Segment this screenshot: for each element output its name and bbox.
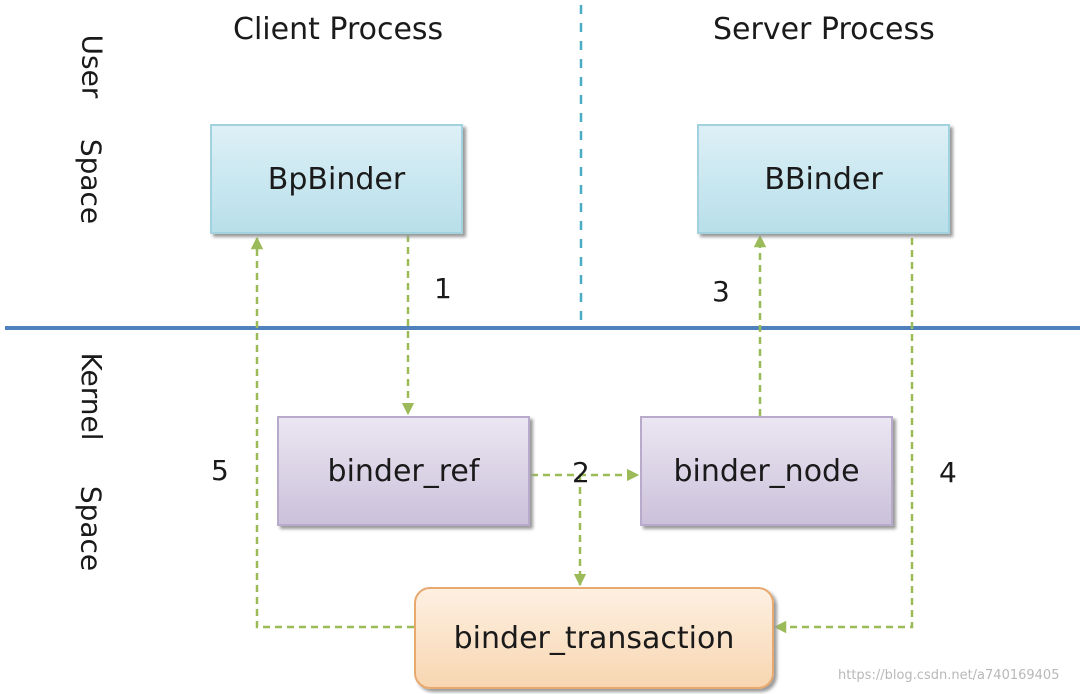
client-process-header: Client Process bbox=[233, 12, 444, 47]
step-2-label: 2 bbox=[572, 456, 590, 489]
server-process-header: Server Process bbox=[713, 12, 935, 47]
binder-ref-box: binder_ref bbox=[277, 416, 530, 526]
bbinder-box: BBinder bbox=[697, 124, 950, 234]
arrow-4 bbox=[773, 238, 914, 634]
binder-node-box: binder_node bbox=[640, 416, 893, 526]
kernel-space-label: Space bbox=[74, 485, 108, 572]
step-5-label: 5 bbox=[211, 454, 229, 487]
user-label: User bbox=[75, 34, 109, 99]
step-1-label: 1 bbox=[434, 272, 452, 305]
step-4-label: 4 bbox=[939, 456, 957, 489]
bpbinder-box: BpBinder bbox=[210, 124, 463, 234]
step-3-label: 3 bbox=[712, 275, 730, 308]
user-space-label: Space bbox=[74, 138, 108, 225]
watermark: https://blog.csdn.net/a740169405 bbox=[838, 668, 1060, 683]
arrow-5 bbox=[250, 236, 414, 629]
kernel-label: Kernel bbox=[75, 352, 108, 441]
binder-transaction-box: binder_transaction bbox=[414, 587, 774, 689]
